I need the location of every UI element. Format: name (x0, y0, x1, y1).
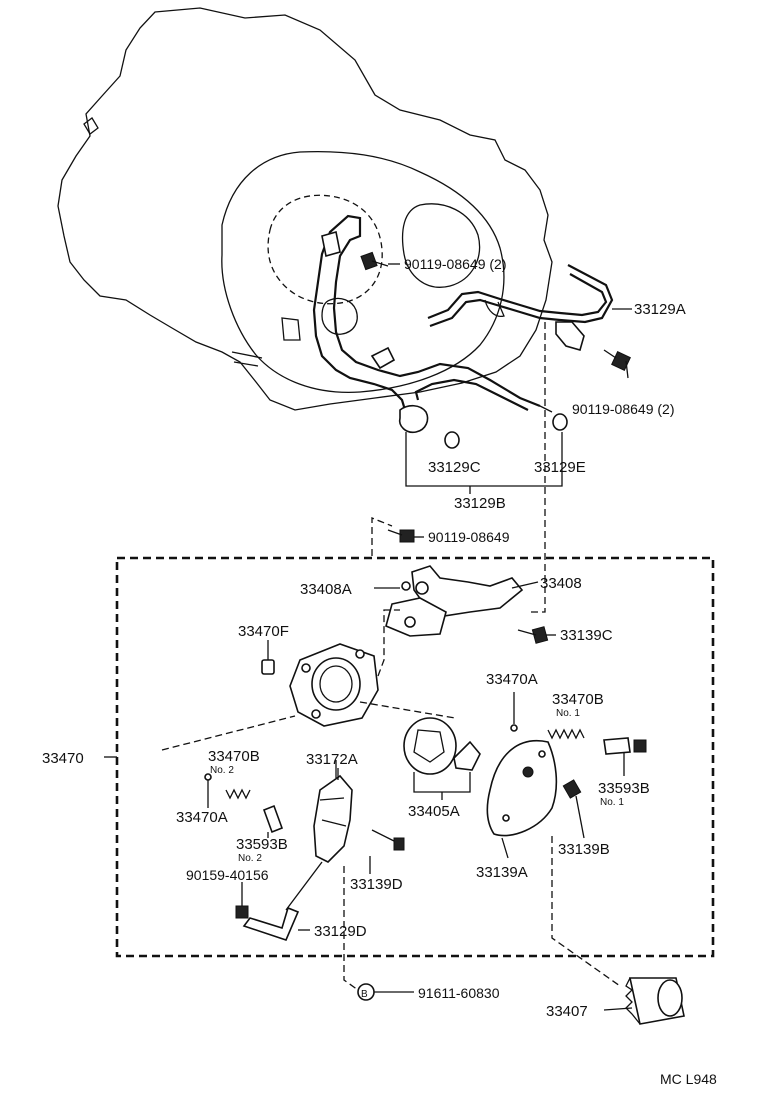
bolt-90159 (235, 894, 249, 919)
label-bolt-top: 90119-08649 (2) (404, 256, 506, 272)
bracket-33172a (313, 760, 353, 863)
label-bolt-d: 33139D (350, 876, 403, 893)
gear-33407 (625, 977, 685, 1025)
pin-33593b-left (262, 804, 284, 834)
label-cap-a-right: 33470A (486, 671, 538, 688)
retainer-33470f (261, 659, 275, 675)
label-no2-a: No. 2 (210, 765, 234, 776)
label-bolt-ref: 91611-60830 (418, 985, 500, 1001)
label-clamp-e: 33129E (534, 459, 586, 476)
bolt-top-left (360, 251, 389, 271)
label-bolt-d-code: 90159-40156 (186, 867, 269, 883)
label-tube-b: 33129B (454, 495, 506, 512)
leader-dash-bottom (343, 866, 359, 991)
tube-33129b (312, 214, 568, 449)
cover-33139a (486, 740, 558, 837)
cap-33470a-right (510, 724, 518, 732)
label-clamp-c: 33129C (428, 459, 481, 476)
label-spring-b-right: 33470B (552, 691, 604, 708)
ref-b-circle (357, 983, 375, 1001)
label-no2-b: No. 2 (238, 853, 262, 864)
pin-33593b-right (603, 737, 647, 755)
label-pin-b-left: 33593B (236, 836, 288, 853)
lever-33408 (385, 565, 524, 637)
label-cover-a: 33139A (476, 864, 528, 881)
label-bolt-right: 90119-08649 (2) (572, 401, 674, 417)
spring-33470b-right (547, 728, 585, 740)
label-spring-b-left: 33470B (208, 748, 260, 765)
bolt-33139d (371, 829, 405, 851)
tube-33129a (427, 264, 632, 351)
label-ref-b: B (361, 989, 368, 1000)
label-bracket: 33172A (306, 751, 358, 768)
bolt-33139b (562, 779, 582, 799)
label-bolt-mid: 90119-08649 (428, 529, 510, 545)
leader-dash-left (161, 701, 456, 751)
bolt-33139c (517, 626, 549, 644)
label-bolt-b: 33139B (558, 841, 610, 858)
label-clamp-d: 33129D (314, 923, 367, 940)
label-retainer-f: 33470F (238, 623, 289, 640)
label-no1-a: No. 1 (556, 708, 580, 719)
leader-dash-right (528, 322, 546, 613)
label-tube-assy: 33129A (634, 301, 686, 318)
pump-body (289, 643, 379, 727)
label-spring-a: 33408A (300, 581, 352, 598)
label-lever: 33408 (540, 575, 582, 592)
label-no1-b: No. 1 (600, 797, 624, 808)
plate-33405a (403, 717, 481, 793)
spring-33470b-left (225, 788, 251, 800)
bolt-top-right (603, 349, 631, 371)
clamp-33129d (242, 861, 323, 941)
label-cap-a-left: 33470A (176, 809, 228, 826)
label-pin-b-right: 33593B (598, 780, 650, 797)
label-bolt-c: 33139C (560, 627, 613, 644)
label-housing-assy: 33470 (42, 750, 84, 767)
leader-dash-top (371, 517, 393, 556)
transmission-case (57, 7, 553, 411)
labels: 90119-08649 (2) 33129A 90119-08649 (2) 3… (42, 256, 717, 1087)
label-plate: 33405A (408, 803, 460, 820)
leader-dash-gear (551, 836, 621, 987)
leader-lines (104, 263, 633, 1011)
label-gear: 33407 (546, 1003, 588, 1020)
bolt-mid (387, 529, 415, 543)
diagram-code: MC L948 (660, 1071, 717, 1087)
